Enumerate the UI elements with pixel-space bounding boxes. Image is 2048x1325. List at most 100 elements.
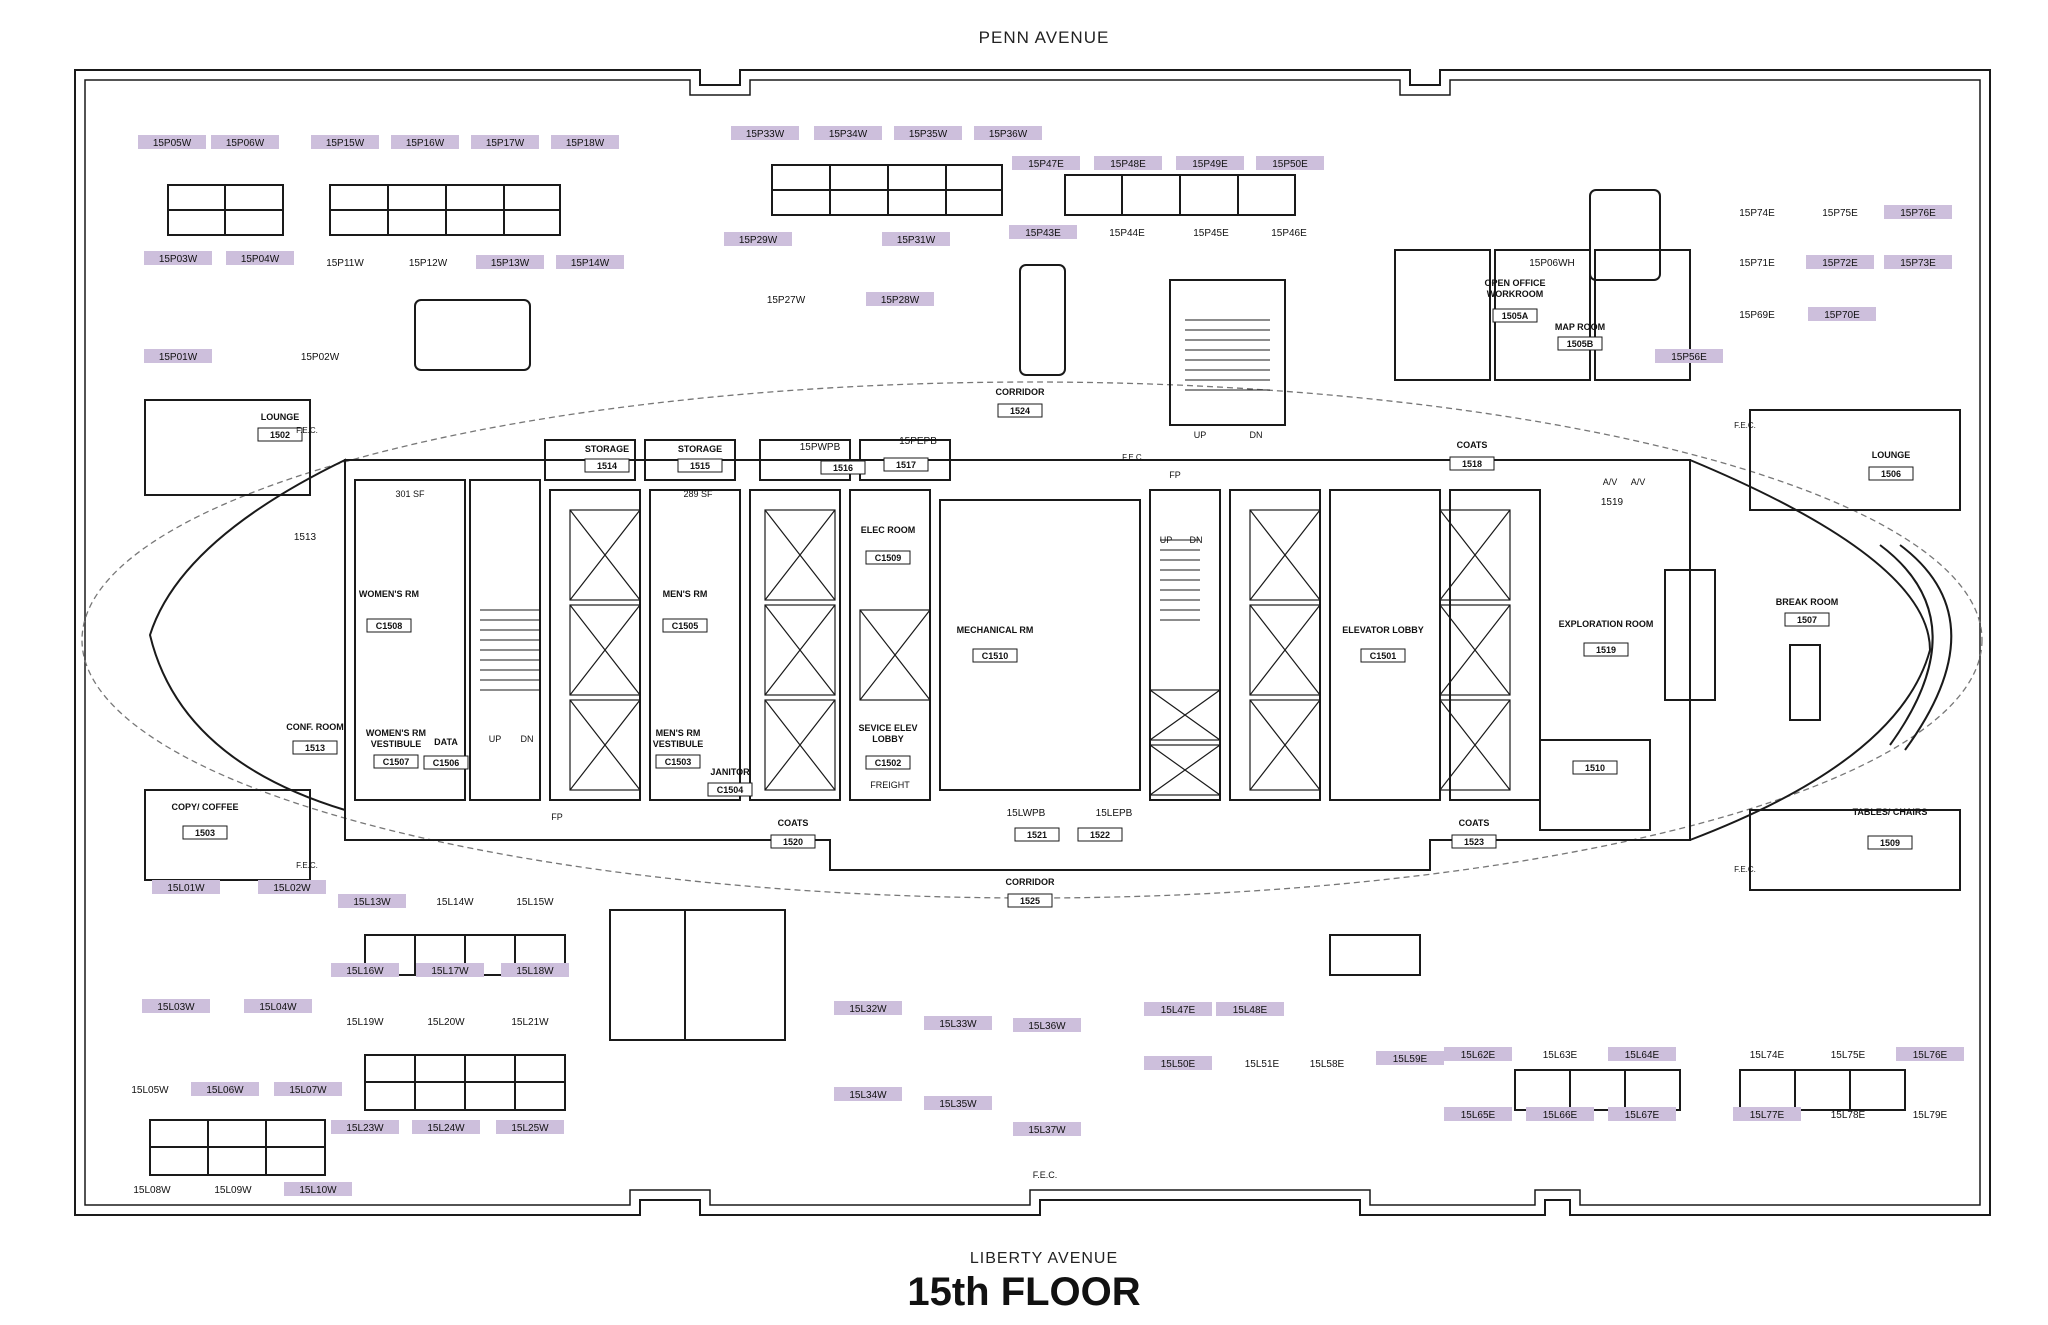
desk-tag: 15P36W — [989, 129, 1028, 140]
desk-tag-highlight — [331, 1120, 399, 1134]
desk-tag: 15L02W — [273, 883, 311, 894]
desk-tag: 15L48E — [1233, 1005, 1268, 1016]
room-name: WOMEN'S RM — [359, 589, 419, 599]
room-number: C1510 — [982, 651, 1009, 661]
desk-tag-highlight — [1012, 156, 1080, 170]
desk-tag-highlight — [551, 135, 619, 149]
desk-tag-highlight — [211, 135, 279, 149]
desk-tag: 15P76E — [1900, 208, 1936, 219]
room-number-box — [584, 458, 630, 473]
desk-tag-highlight — [244, 999, 312, 1013]
room-name: EXPLORATION ROOM — [1559, 619, 1654, 629]
desk-tag-highlight — [258, 880, 326, 894]
room-number: C1506 — [433, 758, 460, 768]
desk-tag: 15L18W — [516, 966, 554, 977]
fec-label: F.E.C. — [1033, 1170, 1058, 1180]
room-number: C1503 — [665, 757, 692, 767]
desk-tag: 15P13W — [491, 258, 530, 269]
desk-tag-highlight — [834, 1001, 902, 1015]
room-number: 1525 — [1020, 896, 1040, 906]
fec-label: F.E.C. — [296, 426, 318, 435]
desk-tag: 15P17W — [486, 138, 525, 149]
desk-tag: 15P16W — [406, 138, 445, 149]
print-label-lwpb: 15LWPB — [1007, 808, 1046, 819]
room-name: COATS — [1457, 440, 1488, 450]
room-number: C1507 — [383, 757, 410, 767]
stair-dn-label: DN — [521, 734, 534, 744]
desk-tag: 15P75E — [1822, 208, 1858, 219]
desk-tag: 15P44E — [1109, 228, 1145, 239]
room-number-box — [865, 755, 911, 770]
desk-tag: 15L03W — [157, 1002, 195, 1013]
desk-tag: 15P29W — [739, 235, 778, 246]
room-number-box — [1492, 308, 1538, 323]
desk-tag-highlight — [1444, 1047, 1512, 1061]
desk-tag: 15P03W — [159, 254, 198, 265]
stair-dn-label: DN — [1250, 430, 1263, 440]
desk-tag: 15L04W — [259, 1002, 297, 1013]
desk-tag: 15L32W — [849, 1004, 887, 1015]
corridor-loop — [81, 381, 1983, 899]
room-name: MEN'S RM — [663, 589, 708, 599]
print-label-pwpb: 15PWPB — [800, 442, 841, 453]
desk-tag: 15P12W — [409, 258, 448, 269]
fp-label: FP — [551, 812, 563, 822]
desk-tag: 15P28W — [881, 295, 920, 306]
room-number-box — [1572, 760, 1618, 775]
desk-tag: 15P01W — [159, 352, 198, 363]
room-number: 1523 — [1464, 837, 1484, 847]
desk-tag-highlight — [1256, 156, 1324, 170]
room-number: 1505B — [1567, 339, 1594, 349]
room-number: 1518 — [1462, 459, 1482, 469]
desk-tag-highlight — [1655, 349, 1723, 363]
desk-tag-highlight — [391, 135, 459, 149]
desk-tag-highlight — [1013, 1122, 1081, 1136]
room-number-box — [770, 834, 816, 849]
desk-tag-highlight — [496, 1120, 564, 1134]
room-number-box — [366, 618, 412, 633]
desk-tag-highlight — [152, 880, 220, 894]
desk-tag: 15L66E — [1543, 1110, 1578, 1121]
room-number-box — [292, 740, 338, 755]
room-name: STORAGE — [678, 444, 722, 454]
desk-tag: 15L33W — [939, 1019, 977, 1030]
desk-tag-highlight — [1808, 307, 1876, 321]
desk-tag-highlight — [1144, 1002, 1212, 1016]
desk-tag: 15L23W — [346, 1123, 384, 1134]
desk-tag: 15P73E — [1900, 258, 1936, 269]
room-number-box — [1449, 456, 1495, 471]
desk-tag-highlight — [1176, 156, 1244, 170]
desk-tag: 15L20W — [427, 1017, 465, 1028]
stair-dn-label: DN — [1190, 535, 1203, 545]
room-name: MEN'S RM — [656, 728, 701, 738]
building-outline — [74, 69, 1991, 1216]
desk-tag: 15P71E — [1739, 258, 1775, 269]
desk-tag-highlight — [1733, 1107, 1801, 1121]
desk-tag: 15L25W — [511, 1123, 549, 1134]
desk-tag-highlight — [191, 1082, 259, 1096]
room-number: 1516 — [833, 463, 853, 473]
desk-tag: 15L63E — [1543, 1050, 1578, 1061]
desk-tag: 15L13W — [353, 897, 391, 908]
room-name: SEVICE ELEV — [858, 723, 917, 733]
street-label-south: LIBERTY AVENUE — [969, 1250, 1119, 1267]
desk-tag: 15P34W — [829, 129, 868, 140]
room-number: 1524 — [1010, 406, 1030, 416]
room-name: LOUNGE — [261, 412, 300, 422]
desk-tag: 15P31W — [897, 235, 936, 246]
room-number-box — [865, 550, 911, 565]
stair-up-label: UP — [1160, 535, 1173, 545]
print-label-lepb: 15LEPB — [1096, 808, 1133, 819]
room-number-box — [655, 754, 701, 769]
desk-tag-highlight — [834, 1087, 902, 1101]
room-number: 1507 — [1797, 615, 1817, 625]
desk-tag: 15P50E — [1272, 159, 1308, 170]
desk-tag-highlight — [226, 251, 294, 265]
desk-tag: 15P15W — [326, 138, 365, 149]
desk-tag-highlight — [882, 232, 950, 246]
room-number-box — [1868, 466, 1914, 481]
desk-tag-highlight — [1094, 156, 1162, 170]
desk-tag-highlight — [1896, 1047, 1964, 1061]
desk-tag: 15P72E — [1822, 258, 1858, 269]
room-number-box — [1360, 648, 1406, 663]
